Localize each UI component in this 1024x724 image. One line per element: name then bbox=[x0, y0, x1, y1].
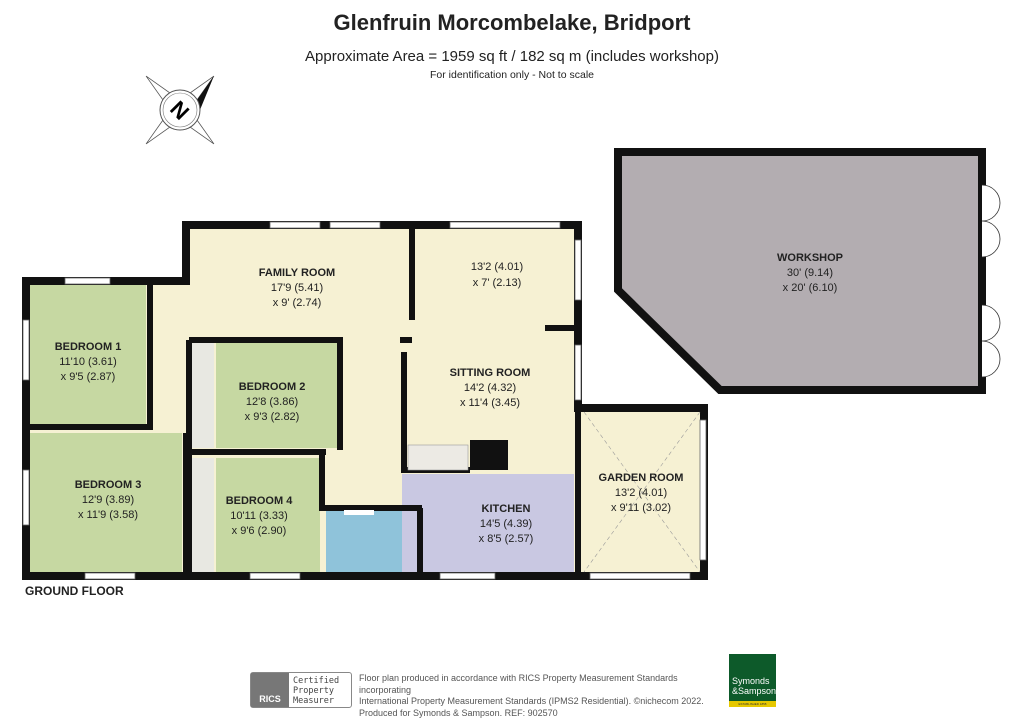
svg-text:WORKSHOP: WORKSHOP bbox=[777, 252, 843, 264]
workshop-doors bbox=[981, 184, 1001, 378]
bedroom1-fill bbox=[30, 285, 146, 427]
svg-text:10'11 (3.33): 10'11 (3.33) bbox=[230, 510, 288, 522]
room-bedroom4: BEDROOM 4 10'11 (3.33) x 9'6 (2.90) bbox=[226, 495, 294, 537]
room-kitchen: KITCHEN 14'5 (4.39) x 8'5 (2.57) bbox=[479, 503, 534, 545]
footer-line: Floor plan produced in accordance with R… bbox=[359, 673, 678, 695]
room-sitting-room: SITTING ROOM 14'2 (4.32) x 11'4 (3.45) bbox=[450, 367, 531, 409]
svg-text:x 9' (2.74): x 9' (2.74) bbox=[273, 297, 322, 309]
bedroom4-fill bbox=[216, 458, 320, 572]
internal-walls bbox=[30, 225, 581, 572]
kitchen-fill bbox=[402, 474, 574, 572]
svg-text:13'2 (4.01): 13'2 (4.01) bbox=[615, 487, 667, 499]
bedroom3-fill bbox=[30, 433, 182, 572]
svg-text:x 9'3 (2.82): x 9'3 (2.82) bbox=[245, 411, 300, 423]
svg-text:x 7' (2.13): x 7' (2.13) bbox=[473, 277, 522, 289]
svg-text:17'9 (5.41): 17'9 (5.41) bbox=[271, 282, 323, 294]
svg-text:x 20' (6.10): x 20' (6.10) bbox=[783, 282, 838, 294]
footer-line: Produced for Symonds & Sampson. REF: 902… bbox=[359, 707, 558, 718]
svg-text:BEDROOM 1: BEDROOM 1 bbox=[55, 341, 122, 353]
svg-text:12'8 (3.86): 12'8 (3.86) bbox=[246, 396, 298, 408]
room-garden-room: GARDEN ROOM 13'2 (4.01) x 9'11 (3.02) bbox=[599, 472, 684, 514]
wardrobe4 bbox=[192, 458, 214, 572]
room-bedroom1: BEDROOM 1 11'10 (3.61) x 9'5 (2.87) bbox=[55, 341, 122, 383]
svg-text:BEDROOM 3: BEDROOM 3 bbox=[75, 479, 142, 491]
svg-text:x 9'6 (2.90): x 9'6 (2.90) bbox=[232, 525, 287, 537]
room-family-room: FAMILY ROOM 17'9 (5.41) x 9' (2.74) bbox=[259, 267, 335, 309]
svg-text:x 11'4 (3.45): x 11'4 (3.45) bbox=[460, 397, 520, 409]
svg-text:14'5 (4.39): 14'5 (4.39) bbox=[480, 518, 532, 530]
windows bbox=[22, 221, 707, 580]
svg-text:x 9'5 (2.87): x 9'5 (2.87) bbox=[61, 371, 116, 383]
brand-established: ESTABLISHED 1858 bbox=[729, 701, 776, 707]
svg-text:SITTING ROOM: SITTING ROOM bbox=[450, 367, 531, 379]
svg-text:BEDROOM 4: BEDROOM 4 bbox=[226, 495, 294, 507]
svg-text:x 9'11 (3.02): x 9'11 (3.02) bbox=[611, 502, 671, 514]
rics-badge-line: Property bbox=[293, 686, 334, 696]
north-compass-icon: N bbox=[145, 75, 215, 145]
svg-text:13'2 (4.01): 13'2 (4.01) bbox=[471, 261, 523, 273]
room-workshop: WORKSHOP 30' (9.14) x 20' (6.10) bbox=[777, 252, 843, 294]
room-bedroom2: BEDROOM 2 12'8 (3.86) x 9'3 (2.82) bbox=[239, 381, 306, 423]
floor-label: GROUND FLOOR bbox=[25, 584, 124, 598]
rics-badge-line: Certified bbox=[293, 676, 340, 686]
footer-disclaimer: Floor plan produced in accordance with R… bbox=[359, 673, 729, 719]
svg-text:FAMILY ROOM: FAMILY ROOM bbox=[259, 267, 335, 279]
area-subtitle: Approximate Area = 1959 sq ft / 182 sq m… bbox=[305, 48, 719, 65]
svg-text:30' (9.14): 30' (9.14) bbox=[787, 267, 833, 279]
rics-logo: RICS bbox=[251, 673, 289, 707]
svg-text:x 11'9 (3.58): x 11'9 (3.58) bbox=[78, 509, 138, 521]
svg-text:11'10 (3.61): 11'10 (3.61) bbox=[59, 356, 117, 368]
agent-logo: Symonds &Sampson ESTABLISHED 1858 bbox=[729, 654, 776, 707]
scale-note: For identification only - Not to scale bbox=[430, 69, 594, 81]
room-bedroom3: BEDROOM 3 12'9 (3.89) x 11'9 (3.58) bbox=[75, 479, 142, 521]
workshop-room bbox=[614, 148, 986, 394]
svg-text:KITCHEN: KITCHEN bbox=[482, 503, 531, 515]
svg-text:x 8'5 (2.57): x 8'5 (2.57) bbox=[479, 533, 534, 545]
rics-badge: RICS Certified Property Measurer bbox=[250, 672, 352, 708]
svg-text:12'9 (3.89): 12'9 (3.89) bbox=[82, 494, 134, 506]
svg-text:14'2 (4.32): 14'2 (4.32) bbox=[464, 382, 516, 394]
brand-line: Symonds bbox=[732, 676, 770, 686]
rics-badge-line: Measurer bbox=[293, 696, 334, 706]
footer-line: International Property Measurement Stand… bbox=[359, 696, 704, 706]
bedroom2-fill bbox=[216, 343, 340, 448]
plan-title: Glenfruin Morcombelake, Bridport bbox=[333, 10, 691, 35]
wardrobe2 bbox=[192, 343, 214, 448]
brand-line: &Sampson bbox=[732, 686, 777, 696]
svg-text:GARDEN ROOM: GARDEN ROOM bbox=[599, 472, 684, 484]
svg-text:BEDROOM 2: BEDROOM 2 bbox=[239, 381, 306, 393]
room-sitting-room-upper: 13'2 (4.01) x 7' (2.13) bbox=[471, 261, 523, 289]
